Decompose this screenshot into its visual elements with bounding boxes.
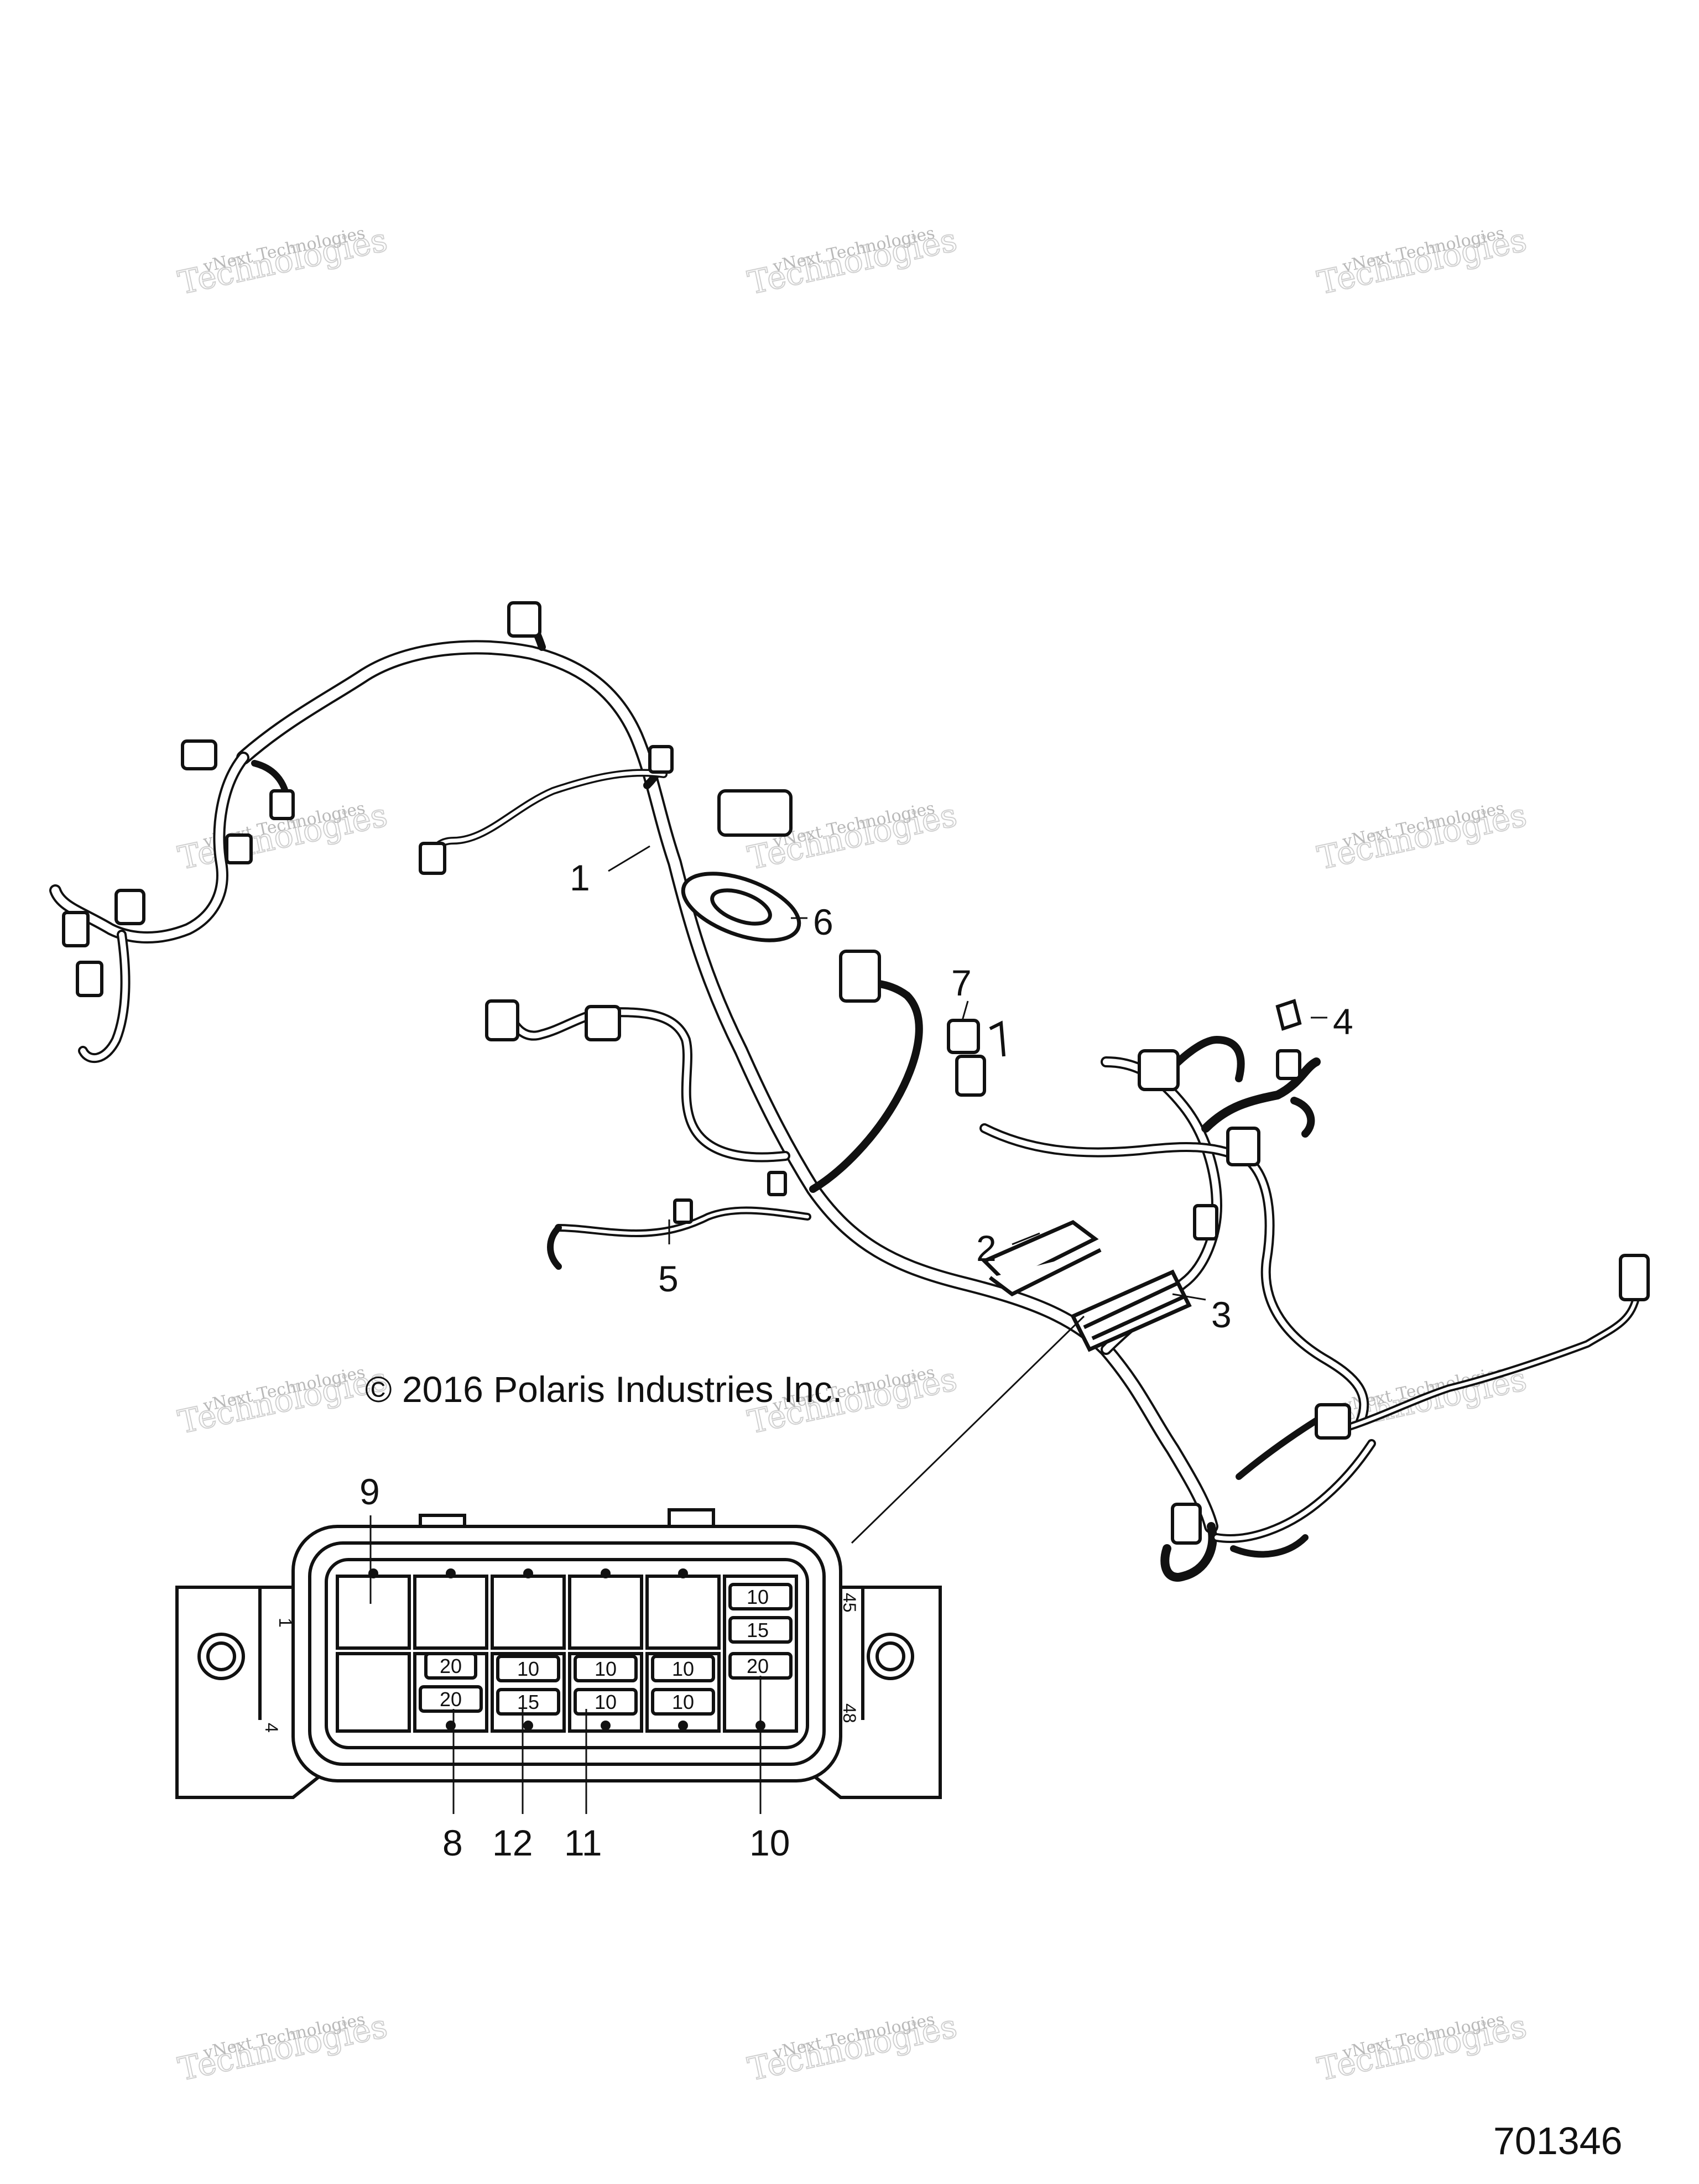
watermark: Technologies vNext Technologies bbox=[174, 1359, 391, 1441]
harness-connectors bbox=[62, 601, 1650, 1545]
watermark: Technologies vNext Technologies bbox=[1314, 220, 1530, 302]
fuse-box-detail bbox=[175, 1508, 942, 1814]
part-3-fuse-box bbox=[1070, 1269, 1192, 1352]
pin-1: 1 bbox=[275, 1618, 295, 1628]
watermark: Technologies vNext Technologies bbox=[744, 2006, 961, 2088]
harness-branch-left bbox=[49, 752, 291, 1064]
fuse-right-3: 20 bbox=[747, 1655, 769, 1677]
watermark: Technologies vNext Technologies bbox=[1314, 795, 1530, 877]
part-2-cover bbox=[981, 1219, 1102, 1297]
document-number: 701346 bbox=[1493, 2119, 1623, 2162]
callout-2: 2 bbox=[976, 1228, 997, 1269]
callout-10: 10 bbox=[749, 1822, 790, 1863]
fuse-top-4: 10 bbox=[672, 1657, 694, 1680]
pin-48: 48 bbox=[840, 1703, 859, 1723]
copyright-notice: © 2016 Polaris Industries Inc. bbox=[365, 1369, 842, 1410]
harness-branch-mid bbox=[504, 975, 923, 1270]
callout-9: 9 bbox=[359, 1471, 380, 1512]
part-7-relay bbox=[947, 1019, 1005, 1057]
callout-8: 8 bbox=[442, 1822, 463, 1863]
callout-7: 7 bbox=[951, 962, 972, 1003]
fuse-bottom-3: 10 bbox=[595, 1691, 617, 1713]
fuse-bottom-1: 20 bbox=[440, 1688, 462, 1711]
pin-4: 4 bbox=[262, 1723, 282, 1733]
fuse-right-2: 15 bbox=[747, 1619, 769, 1641]
leader-lines bbox=[608, 845, 1327, 1544]
callout-12: 12 bbox=[492, 1822, 533, 1863]
detail-callout-labels: 9 8 12 11 10 bbox=[359, 1471, 790, 1863]
watermark: Technologies vNext Technologies bbox=[744, 220, 961, 302]
fuse-bottom-4: 10 bbox=[672, 1691, 694, 1713]
watermark: Technologies vNext Technologies bbox=[1314, 2006, 1530, 2088]
callout-labels: 1 2 3 4 5 6 7 bbox=[570, 857, 1353, 1335]
callout-5: 5 bbox=[658, 1258, 679, 1299]
part-4-clip bbox=[1275, 999, 1302, 1031]
callout-4: 4 bbox=[1333, 1001, 1353, 1042]
fuse-right-1: 10 bbox=[747, 1586, 769, 1608]
watermark: Technologies vNext Technologies bbox=[174, 220, 391, 302]
fuse-top-2: 10 bbox=[517, 1657, 539, 1680]
callout-11: 11 bbox=[564, 1822, 602, 1863]
part-6-grommet bbox=[681, 872, 801, 942]
callout-3: 3 bbox=[1211, 1294, 1232, 1335]
callout-6: 6 bbox=[813, 901, 833, 942]
watermark: Technologies vNext Technologies bbox=[174, 2006, 391, 2088]
fuse-top-3: 10 bbox=[595, 1657, 617, 1680]
harness-branch-right bbox=[979, 1036, 1641, 1582]
callout-1: 1 bbox=[570, 857, 590, 898]
fuse-ratings: 10 15 20 20 10 10 10 20 15 10 10 bbox=[440, 1586, 769, 1713]
pin-45: 45 bbox=[840, 1593, 859, 1613]
fuse-bottom-2: 15 bbox=[517, 1691, 539, 1713]
fuse-top-1: 20 bbox=[440, 1655, 462, 1677]
wiring-harness bbox=[49, 601, 1650, 1582]
pin-numbers: 1 45 48 4 bbox=[262, 1593, 859, 1733]
